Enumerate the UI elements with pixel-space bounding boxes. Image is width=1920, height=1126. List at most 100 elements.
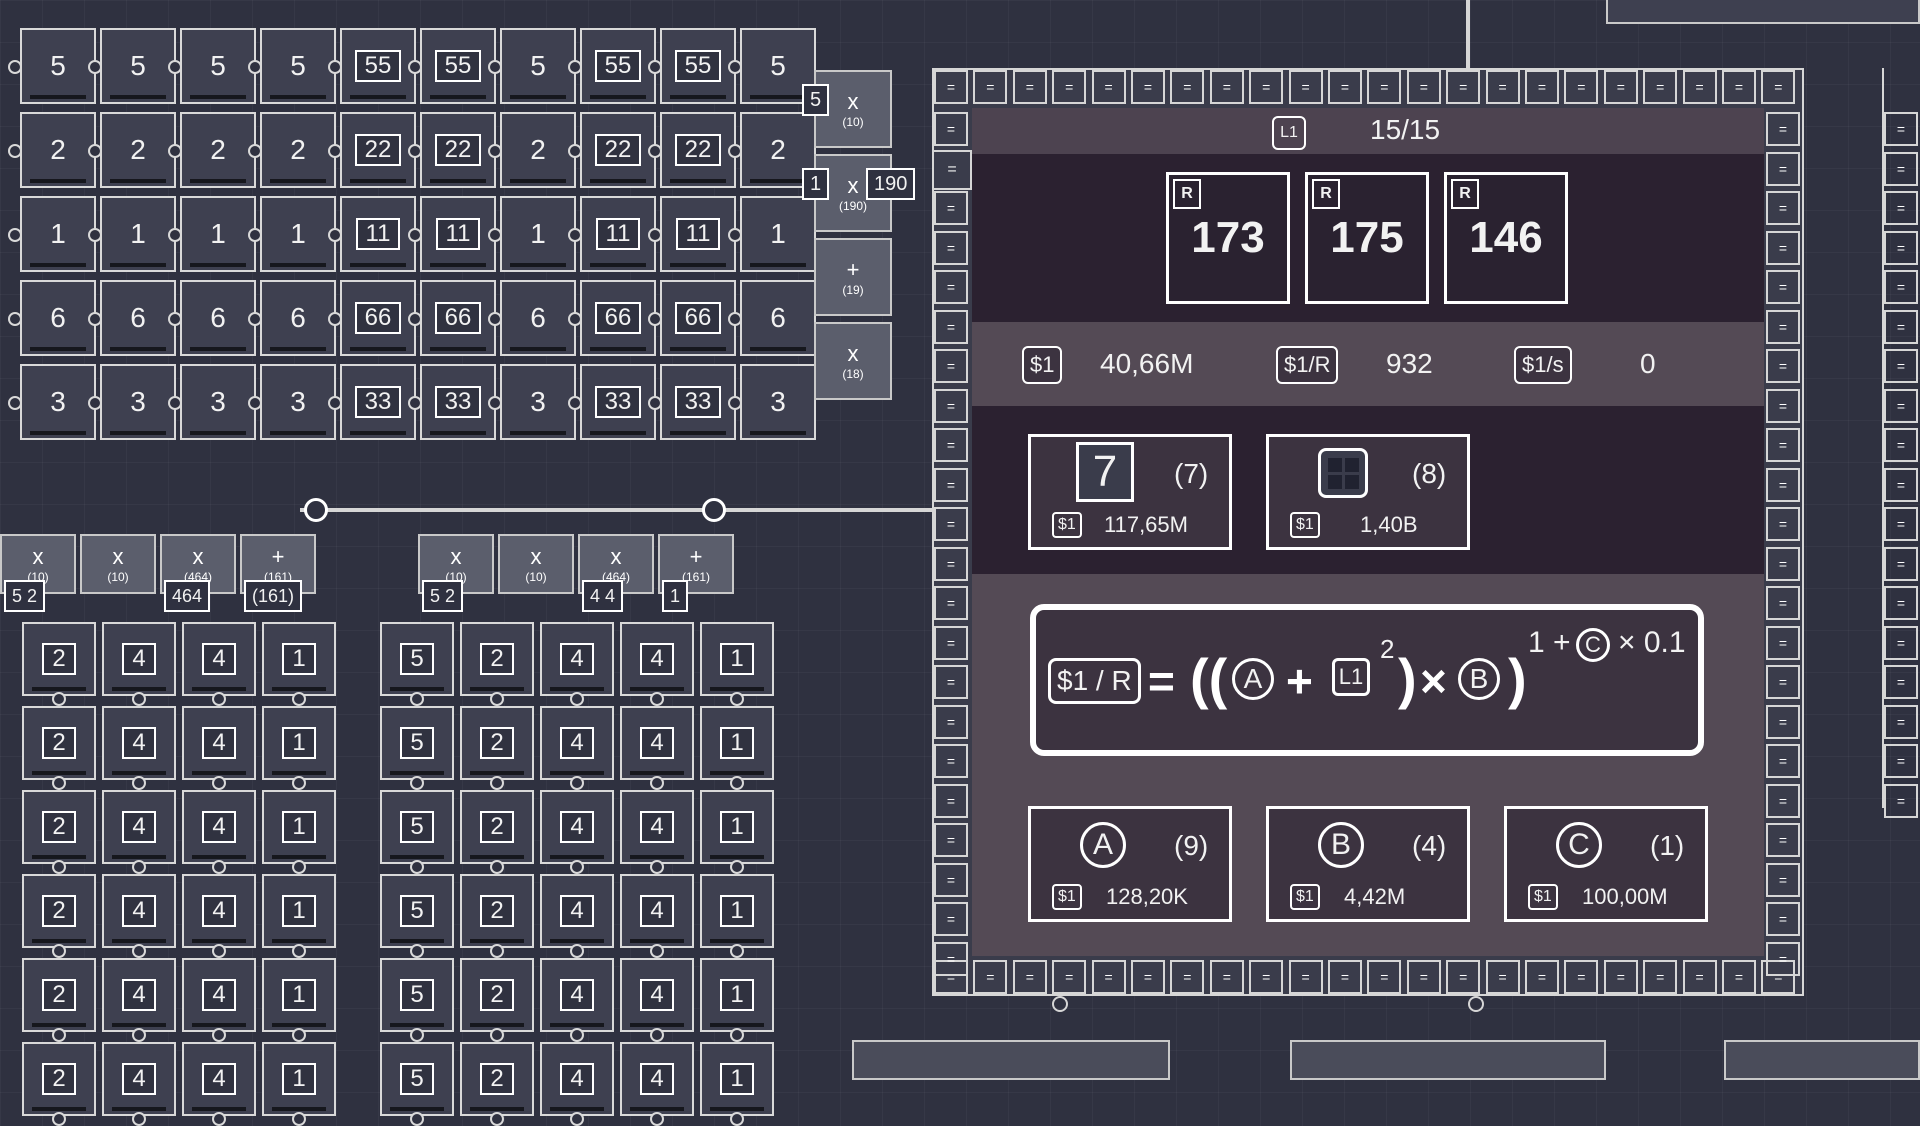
flow-arrow-icon bbox=[408, 60, 422, 74]
flow-arrow-icon bbox=[488, 312, 502, 326]
flow-arrow-icon bbox=[88, 144, 102, 158]
operator-count: (18) bbox=[842, 367, 864, 381]
operator-symbol: x bbox=[450, 544, 462, 569]
up-arrow-icon bbox=[570, 1028, 584, 1042]
grid-tile: 3 bbox=[740, 364, 816, 440]
grid-tile: 2 bbox=[500, 112, 576, 188]
grid-tile: 66 bbox=[580, 280, 656, 356]
tile-value: 55 bbox=[674, 50, 722, 82]
reroll-tag: R bbox=[1451, 179, 1479, 209]
flow-arrow-icon bbox=[328, 144, 342, 158]
up-arrow-icon bbox=[52, 776, 66, 790]
grid-tile: 4 bbox=[182, 1042, 256, 1116]
grid-tile: 4 bbox=[620, 790, 694, 864]
grid-tile: 55 bbox=[340, 28, 416, 104]
stat-chip: $1/s bbox=[1514, 346, 1572, 384]
frame-cell: = bbox=[1766, 665, 1800, 699]
formula-a: A bbox=[1232, 658, 1274, 700]
tile-value: 1 bbox=[720, 1063, 754, 1095]
upgrade-count: (4) bbox=[1412, 830, 1447, 861]
grid-tile: 6 bbox=[100, 280, 176, 356]
grid-tile: 3 bbox=[260, 364, 336, 440]
operator-value: 1 bbox=[802, 168, 830, 200]
flow-arrow-icon bbox=[88, 228, 102, 242]
up-arrow-icon bbox=[490, 1028, 504, 1042]
operator-count: (19) bbox=[842, 283, 864, 297]
grid-tile: 5 bbox=[380, 1042, 454, 1116]
up-arrow-icon bbox=[212, 860, 226, 874]
grid-tile: 2 bbox=[460, 958, 534, 1032]
upgrade-card-c[interactable] bbox=[1504, 806, 1708, 922]
grid-tile: 66 bbox=[660, 280, 736, 356]
tile-value: 4 bbox=[202, 811, 236, 843]
frame-cell: = bbox=[1603, 70, 1638, 104]
up-arrow-icon bbox=[570, 692, 584, 706]
upgrade-card-grid[interactable] bbox=[1266, 434, 1470, 550]
grid-tile: 1 bbox=[20, 196, 96, 272]
operator-tile: +(19) bbox=[814, 238, 892, 316]
grid-tile: 1 bbox=[262, 958, 336, 1032]
frame-cell: = bbox=[1328, 960, 1362, 994]
grid-tile: 5 bbox=[380, 622, 454, 696]
tile-value: 3 bbox=[770, 386, 786, 417]
tile-value: 22 bbox=[434, 134, 482, 166]
tile-value: 4 bbox=[122, 979, 156, 1011]
up-arrow-icon bbox=[52, 944, 66, 958]
frame-cell: = bbox=[1766, 941, 1800, 976]
frame-cell: = bbox=[1564, 960, 1599, 994]
frame-cell: = bbox=[1091, 70, 1126, 104]
grid-tile: 4 bbox=[620, 622, 694, 696]
tile-value: 4 bbox=[122, 643, 156, 675]
panel-output-port bbox=[1468, 996, 1484, 1012]
tile-value: 5 bbox=[400, 895, 434, 927]
grid-tile: 4 bbox=[540, 706, 614, 780]
tile-value: 33 bbox=[354, 386, 402, 418]
upgrade-count: (8) bbox=[1412, 458, 1447, 489]
frame-cell: = bbox=[1766, 428, 1800, 462]
operator-symbol: + bbox=[689, 544, 703, 569]
tile-value: 4 bbox=[122, 1063, 156, 1095]
stat-value: 0 bbox=[1640, 348, 1656, 379]
grid-tile: 11 bbox=[660, 196, 736, 272]
grid-tile: 6 bbox=[500, 280, 576, 356]
up-arrow-icon bbox=[490, 692, 504, 706]
grid-tile: 5 bbox=[500, 28, 576, 104]
upgrade-price: 4,42M bbox=[1344, 884, 1406, 909]
frame-cell: = bbox=[1884, 270, 1918, 304]
tile-value: 1 bbox=[720, 643, 754, 675]
grid-tile: 4 bbox=[102, 874, 176, 948]
up-arrow-icon bbox=[490, 944, 504, 958]
roll-value: 173 bbox=[1191, 213, 1265, 262]
tile-value: 1 bbox=[282, 643, 316, 675]
grid-tile: 4 bbox=[620, 874, 694, 948]
tile-value: 4 bbox=[202, 1063, 236, 1095]
tile-value: 1 bbox=[282, 727, 316, 759]
frame-cell: = bbox=[934, 744, 968, 778]
operator-symbol: + bbox=[271, 544, 285, 569]
frame-cell: = bbox=[1170, 70, 1205, 104]
frame-cell: = bbox=[1682, 70, 1717, 104]
frame-cell: = bbox=[1682, 960, 1717, 994]
operator-symbol: x bbox=[530, 544, 542, 569]
upgrade-card-b[interactable] bbox=[1266, 806, 1470, 922]
tile-value: 4 bbox=[560, 895, 594, 927]
grid-tile: 6 bbox=[20, 280, 96, 356]
frame-cell: = bbox=[1884, 704, 1918, 739]
tile-value: 2 bbox=[42, 1063, 76, 1095]
frame-cell: = bbox=[1406, 960, 1441, 994]
frame-cell: = bbox=[1249, 960, 1284, 994]
operator-count: (10) bbox=[107, 570, 129, 584]
operator-symbol: x bbox=[847, 173, 859, 198]
grid-tile: 2 bbox=[460, 1042, 534, 1116]
upgrade-card-a[interactable] bbox=[1028, 806, 1232, 922]
grid-tile: 3 bbox=[20, 364, 96, 440]
grid-tile: 4 bbox=[182, 622, 256, 696]
flow-arrow-icon bbox=[328, 60, 342, 74]
flow-arrow-icon bbox=[648, 396, 662, 410]
flow-arrow-icon bbox=[408, 312, 422, 326]
frame-cell: = bbox=[934, 507, 968, 541]
formula-exponent-prefix: 1 + bbox=[1528, 626, 1571, 659]
currency-chip: $1 bbox=[1052, 512, 1082, 538]
frame-cell: = bbox=[1722, 70, 1756, 104]
frame-cell: = bbox=[1603, 960, 1638, 994]
